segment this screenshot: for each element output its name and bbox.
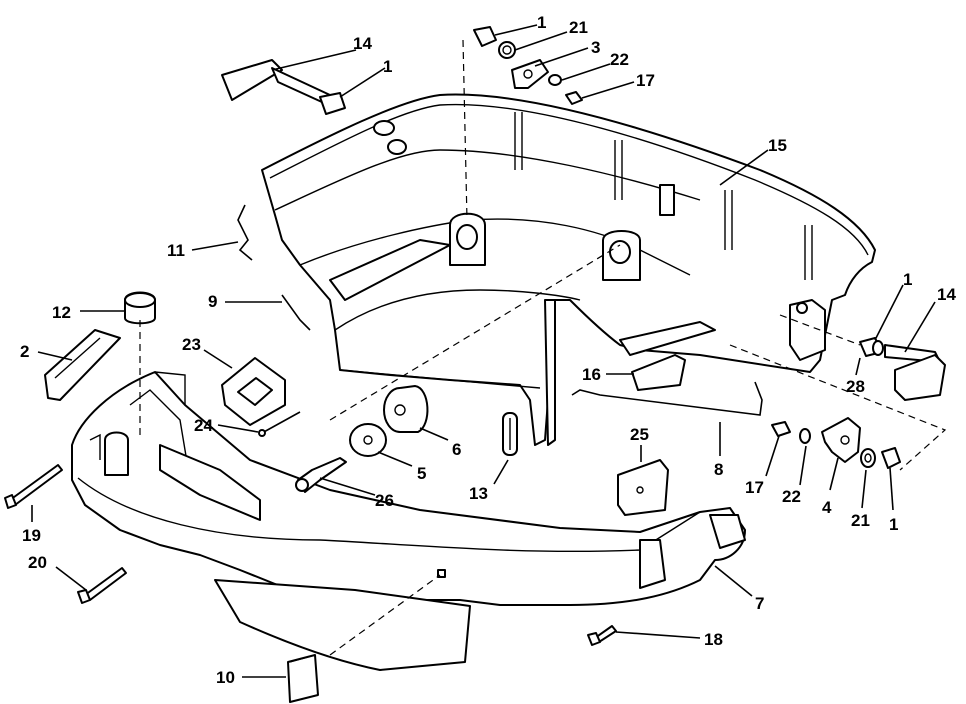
screw-17-top — [565, 91, 583, 105]
callout-2: 2 — [20, 342, 29, 361]
bolt-19 — [4, 464, 63, 509]
upper-cover — [261, 93, 876, 446]
screw-17-right — [771, 421, 791, 437]
callout-17-right: 17 — [745, 478, 764, 497]
handle-23 — [221, 357, 286, 426]
callout-9: 9 — [208, 292, 217, 311]
bolt-20 — [77, 567, 127, 604]
callout-22-right: 22 — [782, 487, 801, 506]
washer-28 — [872, 340, 884, 356]
washer-22-right — [799, 428, 811, 444]
seal-9 — [281, 294, 311, 331]
insert-13 — [502, 412, 518, 456]
callout-1-top: 1 — [537, 13, 546, 32]
callout-20: 20 — [28, 553, 47, 572]
latch-14-top — [221, 59, 336, 109]
callout-13: 13 — [469, 484, 488, 503]
stud-26 — [295, 457, 347, 493]
washer-22-top — [548, 74, 562, 86]
pin-24 — [261, 411, 301, 434]
callout-7: 7 — [755, 594, 764, 613]
callout-12: 12 — [52, 303, 71, 322]
callout-14-right: 14 — [937, 285, 956, 304]
bracket-3 — [511, 59, 549, 89]
callout-8: 8 — [714, 460, 723, 479]
callout-4: 4 — [822, 498, 832, 517]
plate-25 — [617, 459, 669, 516]
callout-labels: 1 21 3 22 17 14 1 15 11 12 9 2 23 1 14 2… — [20, 13, 956, 687]
seal-11 — [237, 204, 253, 261]
callout-14-top: 14 — [353, 34, 372, 53]
pad-10 — [287, 654, 319, 703]
washer-21-right — [860, 448, 876, 468]
strip-16 — [631, 354, 686, 391]
callout-1-right: 1 — [903, 270, 912, 289]
nut-1-top — [319, 92, 346, 115]
callout-1-right-lower: 1 — [889, 515, 898, 534]
grommet-12 — [124, 291, 156, 325]
bolt-18 — [587, 625, 617, 646]
washer-5 — [349, 423, 387, 457]
pad-2 — [44, 329, 121, 401]
assembly-line-right — [729, 344, 947, 471]
latch-14-right — [884, 344, 946, 401]
callout-25: 25 — [630, 425, 649, 444]
mount-6 — [383, 385, 429, 433]
callout-16: 16 — [582, 365, 601, 384]
callout-11: 11 — [167, 241, 185, 260]
callout-22-top: 22 — [610, 50, 629, 69]
wire-8 — [571, 381, 763, 416]
callout-24: 24 — [194, 416, 213, 435]
callout-15: 15 — [768, 136, 787, 155]
callout-28: 28 — [846, 377, 865, 396]
nut-1-right-lower — [881, 447, 901, 469]
callout-21-top: 21 — [569, 18, 588, 37]
washer-21-top — [498, 41, 516, 59]
bracket-4 — [821, 417, 861, 463]
lower-cover — [71, 371, 746, 671]
callout-18: 18 — [704, 630, 723, 649]
assembly-line-right-upper — [779, 314, 861, 346]
callout-26: 26 — [375, 491, 394, 510]
callout-10: 10 — [216, 668, 235, 687]
callout-3: 3 — [591, 38, 600, 57]
assembly-line-top-vertical — [462, 39, 468, 221]
callout-19: 19 — [22, 526, 41, 545]
callout-5: 5 — [417, 464, 426, 483]
callout-1-latch: 1 — [383, 57, 392, 76]
leader-lines — [31, 24, 936, 678]
nut-1-cluster — [473, 26, 497, 47]
callout-23: 23 — [182, 335, 201, 354]
callout-6: 6 — [452, 440, 461, 459]
callout-17-top: 17 — [636, 71, 655, 90]
callout-21-right: 21 — [851, 511, 870, 530]
assembly-line-diagonal-mount — [329, 244, 621, 421]
assembly-line-lower — [329, 574, 441, 656]
